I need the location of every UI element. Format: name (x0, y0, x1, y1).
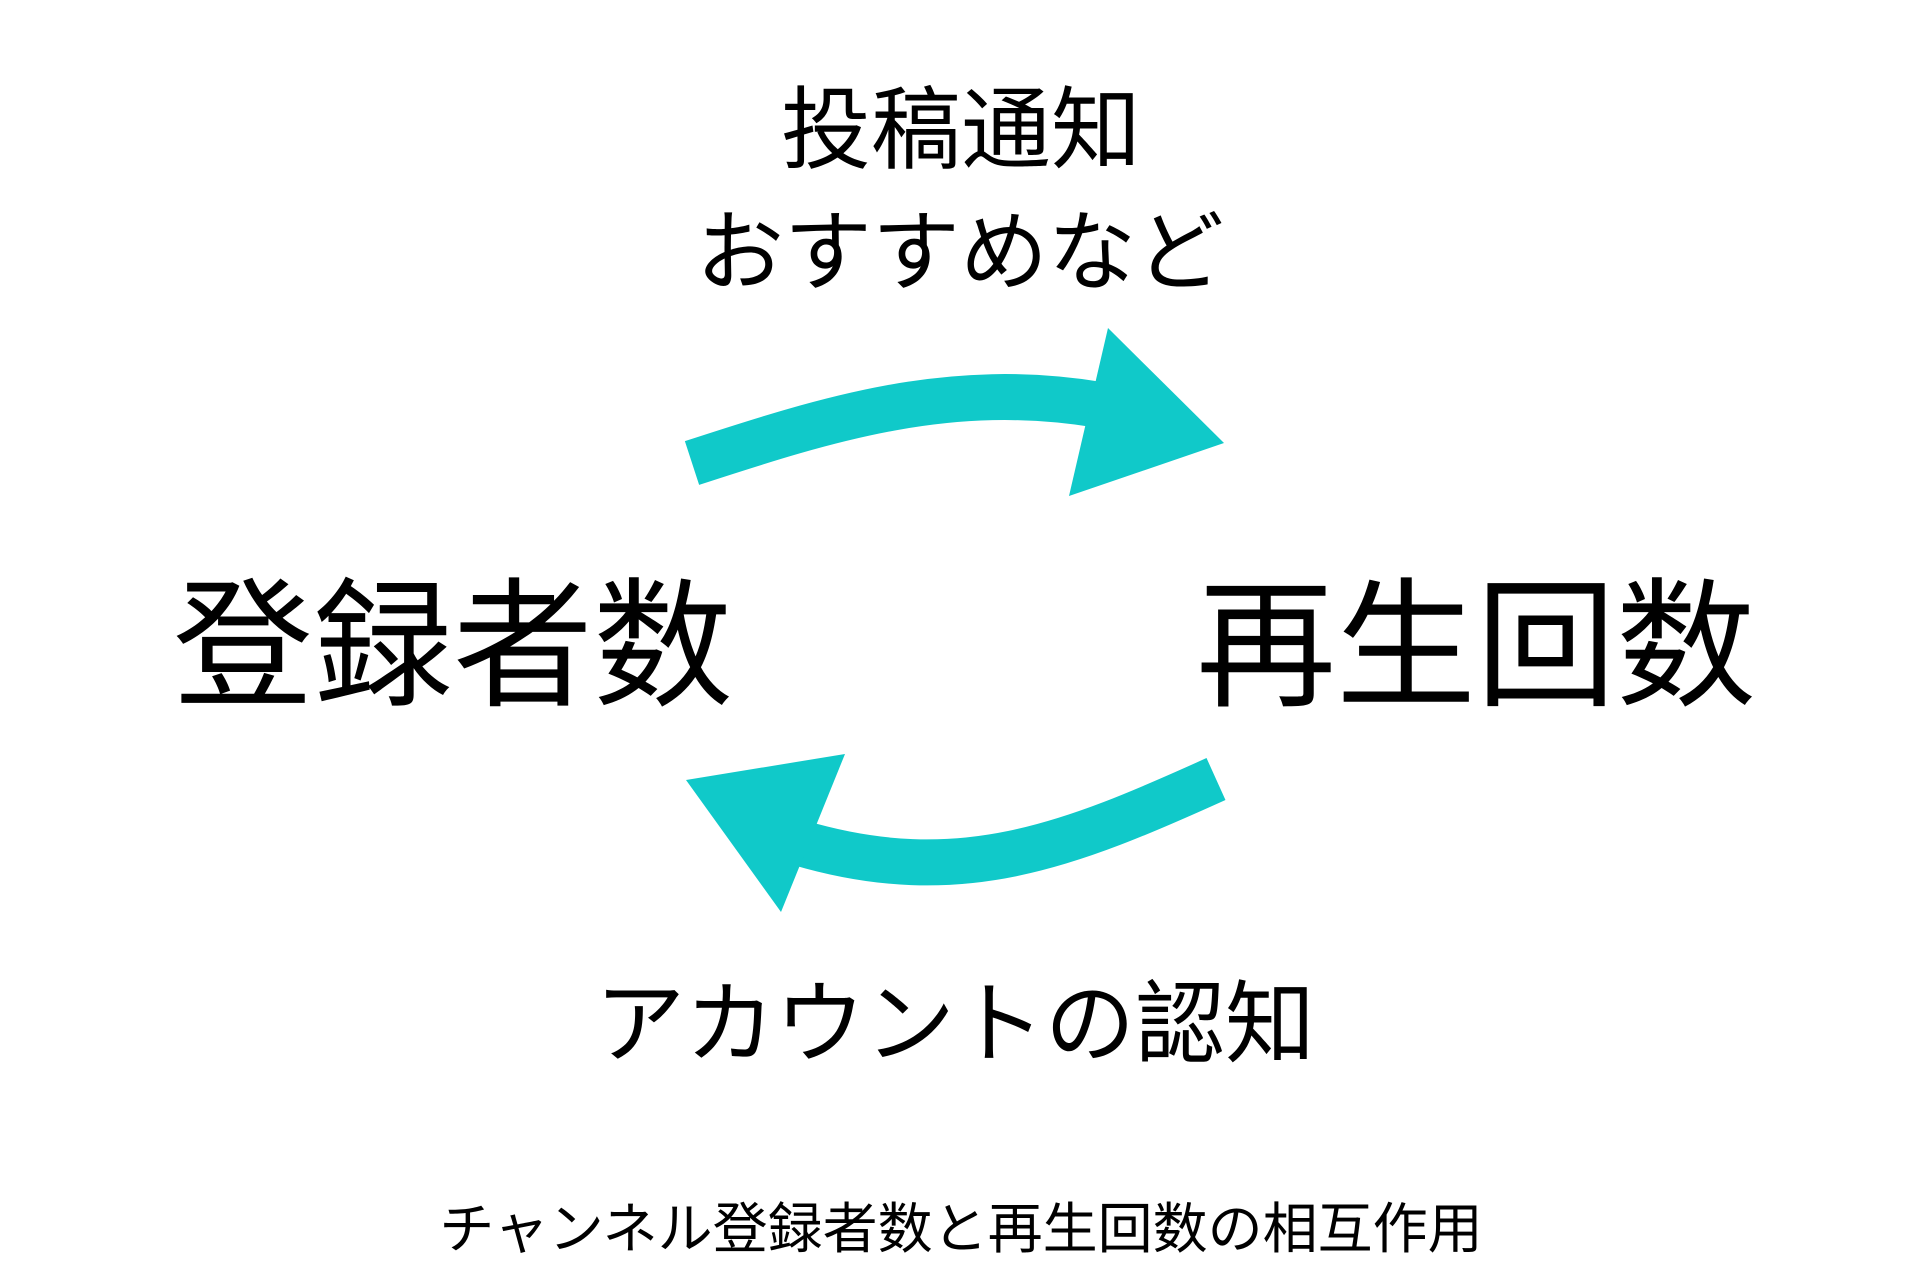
arrow-head (686, 754, 845, 912)
arrow-subscribers-to-views (684, 328, 1224, 496)
arrow-body (684, 374, 1104, 485)
bottom-label: アカウントの認知 (595, 972, 1315, 1077)
arrow-views-to-subscribers (686, 754, 1226, 912)
top-label-line2: おすすめなど (696, 201, 1224, 304)
node-views: 再生回数 (1196, 566, 1756, 729)
arrow-body (793, 758, 1226, 886)
arrow-head (1069, 328, 1224, 496)
caption: チャンネル登録者数と再生回数の相互作用 (439, 1197, 1482, 1261)
node-subscribers: 登録者数 (173, 566, 733, 729)
top-label-line1: 投稿通知 (781, 78, 1141, 183)
